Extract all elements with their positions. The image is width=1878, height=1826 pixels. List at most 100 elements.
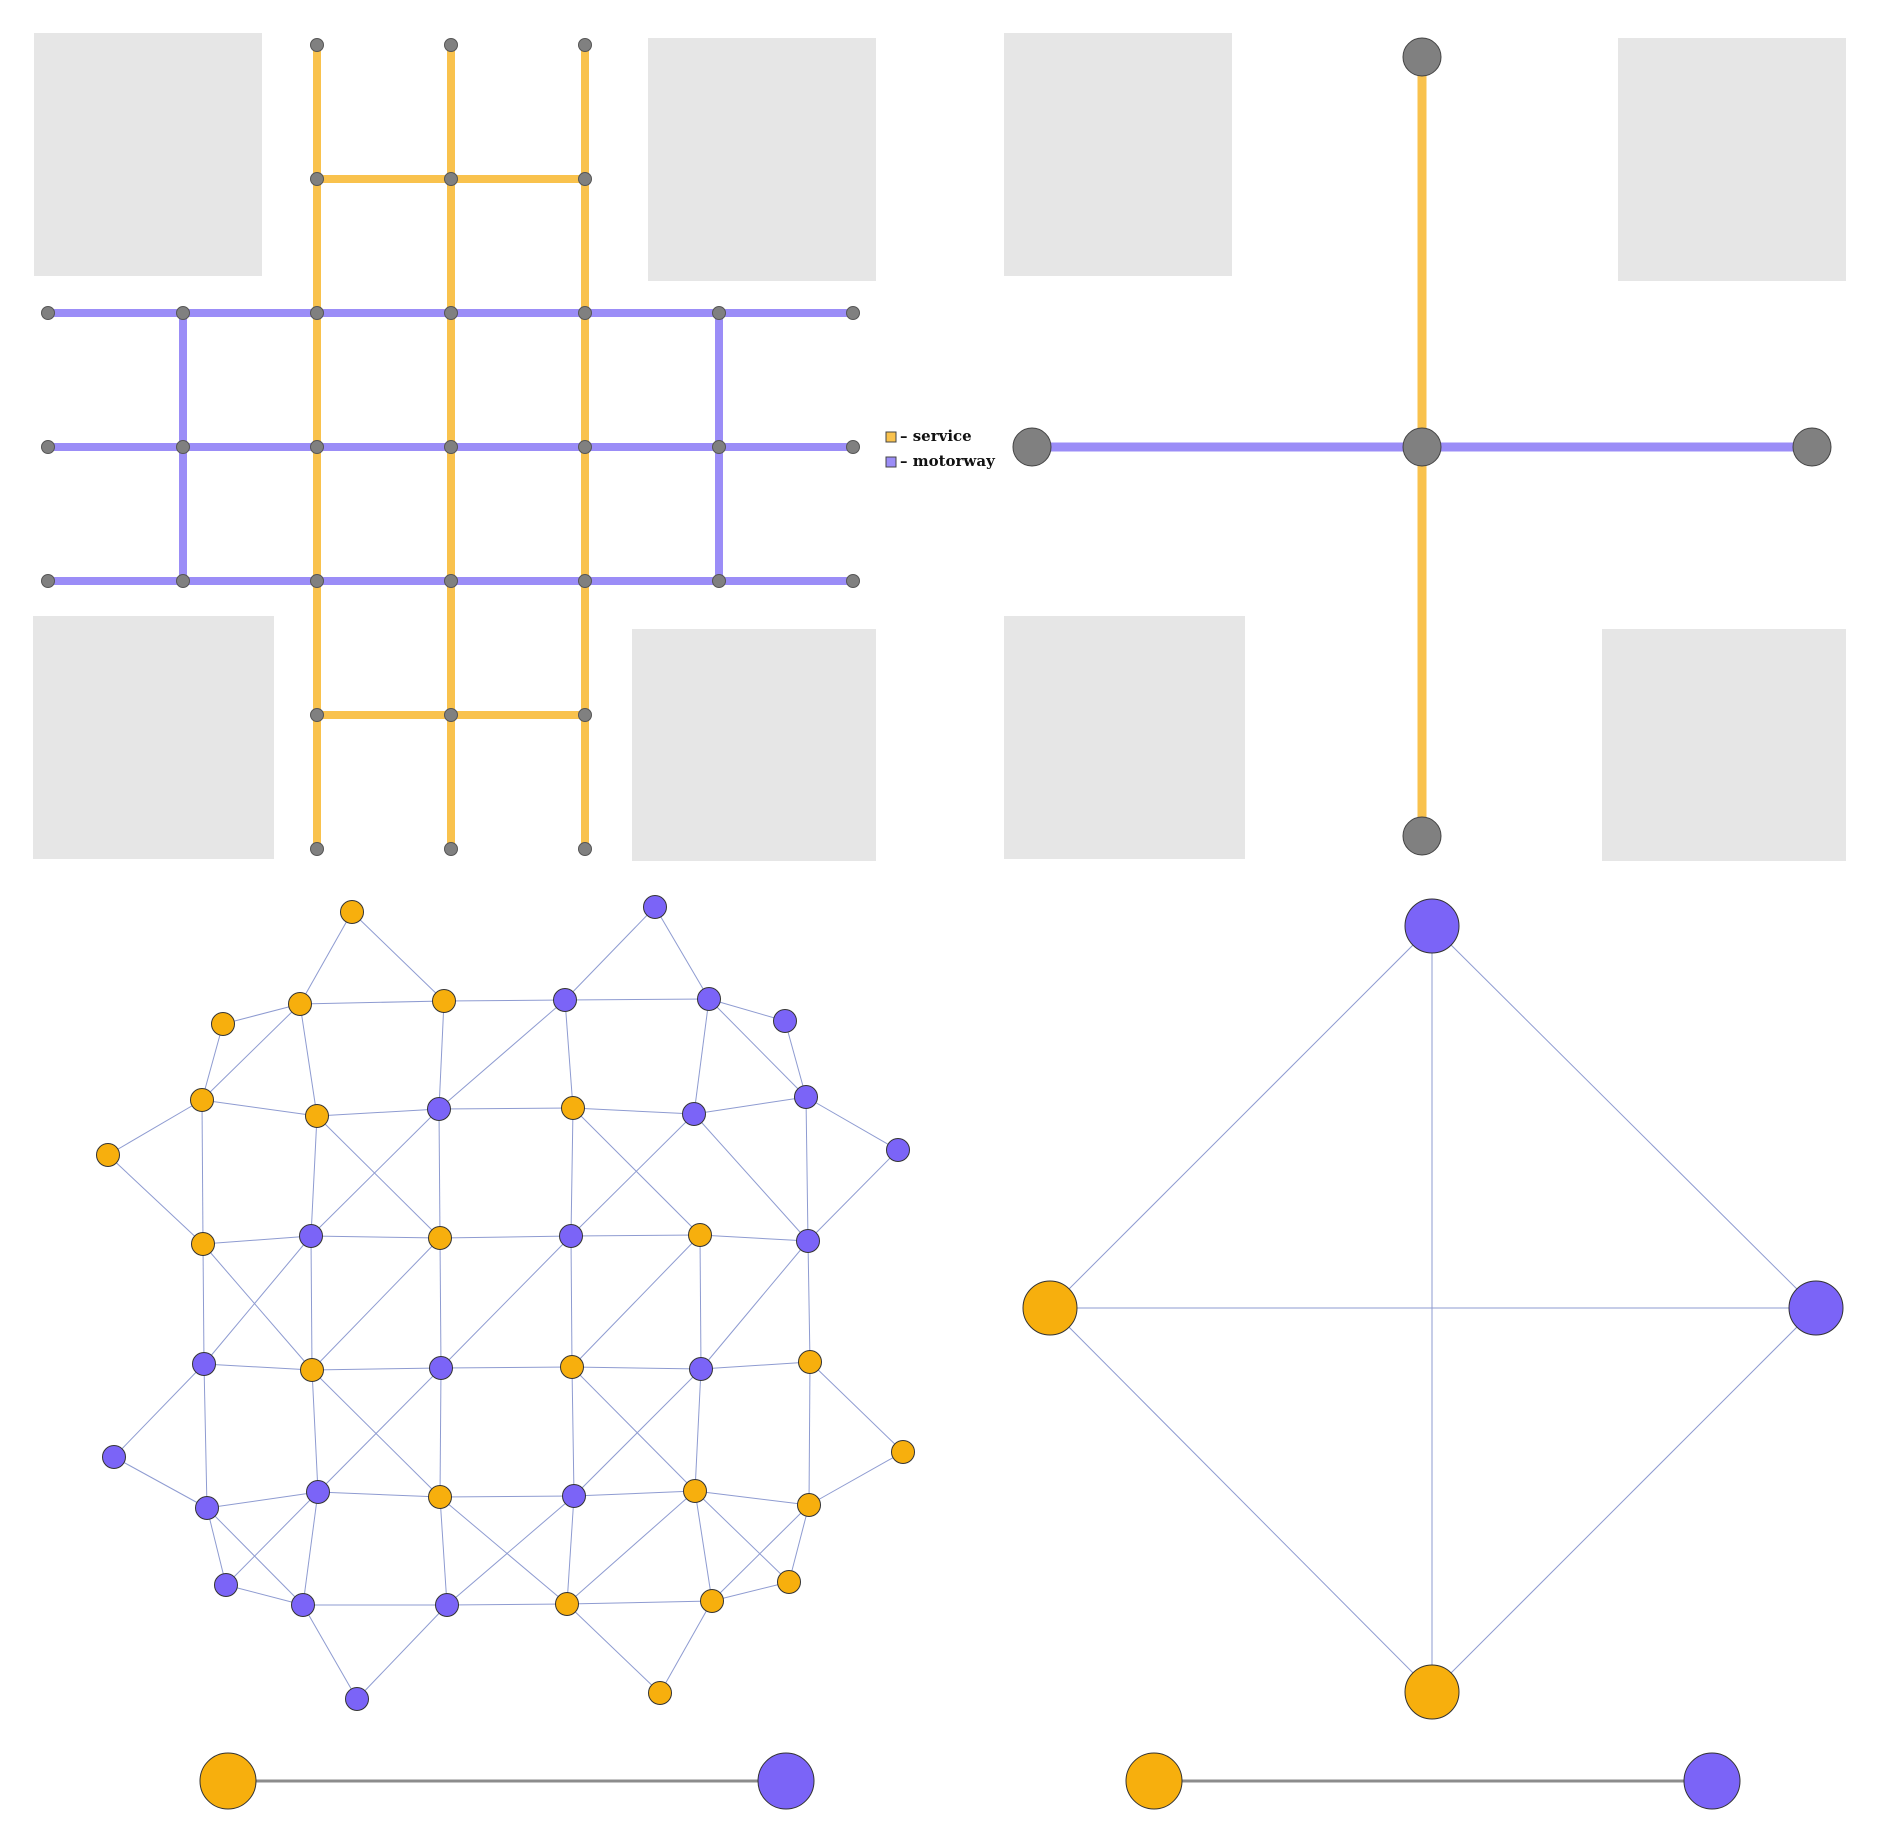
street-node (712, 574, 726, 588)
graph-edge (566, 1490, 696, 1605)
street-node (310, 172, 324, 186)
graph-edge (564, 906, 656, 1001)
graph-edge (299, 1000, 445, 1005)
graph-edge (222, 1003, 301, 1025)
street-node (176, 306, 190, 320)
street-node (310, 440, 324, 454)
street-node (310, 306, 324, 320)
graph-edge (206, 1507, 227, 1586)
street-node (578, 38, 592, 52)
motorway-node (553, 988, 577, 1012)
motorway-node (697, 987, 721, 1011)
service-node (199, 1752, 257, 1810)
graph-edge (202, 1243, 313, 1371)
panel-street-grid (33, 33, 876, 861)
motorway-node (102, 1445, 126, 1469)
motorway-node (773, 1009, 797, 1033)
service-node (1125, 1752, 1183, 1810)
graph-edge (310, 1108, 440, 1237)
service-node (797, 1493, 821, 1517)
graph-edge (439, 1367, 442, 1498)
graph-edge (438, 1108, 441, 1239)
motorway-node (1404, 898, 1460, 954)
service-node (683, 1479, 707, 1503)
street-node (41, 440, 55, 454)
street-node (578, 306, 592, 320)
graph-edge (201, 1023, 224, 1101)
street-node (444, 574, 458, 588)
graph-edge (446, 1495, 575, 1606)
street-node (310, 38, 324, 52)
street-node (310, 574, 324, 588)
graph-edge (700, 1240, 809, 1370)
graph-edge (107, 1154, 204, 1245)
graph-edge (201, 1099, 318, 1117)
service-node (798, 1350, 822, 1374)
street-node (176, 440, 190, 454)
legend-label-service: – service (900, 427, 972, 445)
service-node (1404, 1664, 1460, 1720)
graph-edge (807, 1149, 899, 1242)
motorway-node (429, 1356, 453, 1380)
service-node (891, 1440, 915, 1464)
graph-edge (310, 1235, 441, 1239)
graph-edge (439, 1495, 575, 1498)
motorway-node (345, 1687, 369, 1711)
service-node (305, 1104, 329, 1128)
motorway-node (794, 1085, 818, 1109)
service-node (288, 992, 312, 1016)
graph-edge (805, 1096, 899, 1151)
graph-edge (566, 1495, 575, 1605)
street-node (1402, 427, 1442, 467)
graph-edge (711, 1504, 810, 1602)
street-node (578, 708, 592, 722)
service-node (648, 1681, 672, 1705)
street-node (712, 440, 726, 454)
service-node (688, 1223, 712, 1247)
service-node (96, 1143, 120, 1167)
service-node (561, 1096, 585, 1120)
panel-coarse-graph (1022, 898, 1844, 1810)
graph-edge (439, 1496, 448, 1606)
building-block (1602, 629, 1846, 861)
street-node (578, 172, 592, 186)
graph-edge (693, 998, 710, 1115)
building-block (1004, 33, 1232, 276)
motorway-node (757, 1752, 815, 1810)
street-node (444, 172, 458, 186)
graph-edge (351, 911, 445, 1002)
graph-edge (443, 999, 566, 1002)
graph-edge (572, 1107, 695, 1115)
service-node (191, 1232, 215, 1256)
service-node (300, 1358, 324, 1382)
street-node (444, 38, 458, 52)
graph-edge (788, 1504, 810, 1583)
street-node (846, 574, 860, 588)
street-node (578, 440, 592, 454)
graph-edge (311, 1237, 441, 1371)
service-node (555, 1592, 579, 1616)
graph-edge (570, 1234, 701, 1237)
building-block (1618, 38, 1846, 281)
graph-edge (1049, 925, 1433, 1309)
street-node (712, 306, 726, 320)
motorway-node (192, 1352, 216, 1376)
building-block (632, 629, 876, 861)
motorway-node (886, 1138, 910, 1162)
street-node (444, 440, 458, 454)
graph-edge (694, 1490, 790, 1583)
graph-edge (439, 1237, 442, 1369)
graph-edge (566, 1600, 713, 1605)
service-node (211, 1012, 235, 1036)
graph-edge (807, 1240, 811, 1363)
graph-edge (302, 1604, 358, 1700)
graph-edge (203, 1363, 313, 1371)
street-node (444, 306, 458, 320)
motorway-node (427, 1097, 451, 1121)
building-block (1004, 616, 1245, 859)
street-node (1012, 427, 1052, 467)
graph-edge (564, 998, 710, 1001)
service-node (700, 1589, 724, 1613)
graph-edge (1431, 1307, 1817, 1693)
